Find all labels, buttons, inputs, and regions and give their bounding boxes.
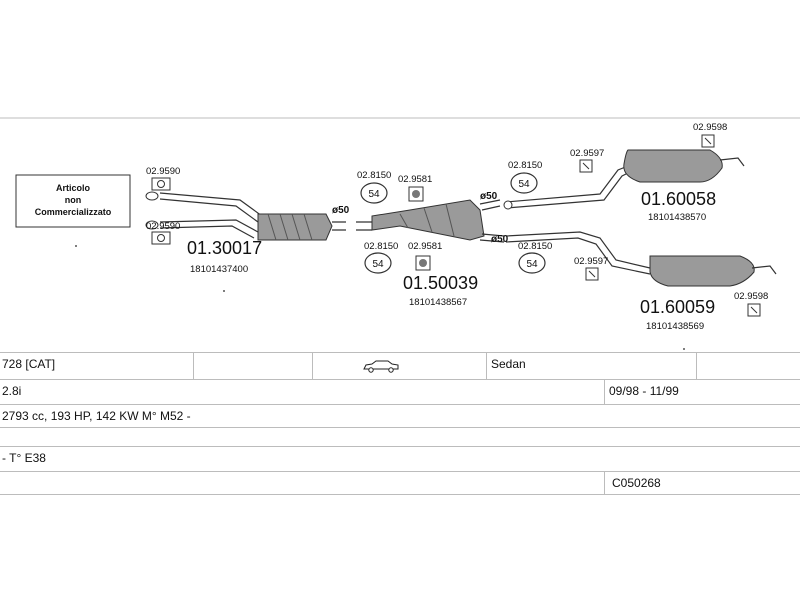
rear-silencer-upper-part[interactable] xyxy=(503,149,745,210)
clamp-lower-left[interactable]: 54 xyxy=(364,252,392,274)
table-row: 728 [CAT] Sedan xyxy=(0,352,800,380)
part-number: 01.30017 xyxy=(187,238,262,258)
accessory-code: 02.9590 xyxy=(146,221,180,232)
body-type-cell: Sedan xyxy=(491,357,526,371)
accessory-code: 02.8150 xyxy=(364,241,398,252)
clamp-lower-right[interactable]: 54 xyxy=(518,252,546,274)
accessory-code: 02.9581 xyxy=(398,174,432,185)
catalog-code-cell: C050268 xyxy=(612,476,661,490)
series-cell: - T° E38 xyxy=(2,451,46,465)
vehicle-info-table: 728 [CAT] Sedan 2.8i 09/98 - 11/99 2793 … xyxy=(0,352,800,495)
note-line-2: non xyxy=(65,195,82,205)
diameter-label: ø50 xyxy=(491,234,509,245)
accessory-code: 02.8150 xyxy=(357,170,391,181)
rear-silencer-lower-part[interactable] xyxy=(505,231,777,287)
accessory-code: 02.9597 xyxy=(574,256,608,267)
exhaust-system-diagram: Articolo non Commercializzato xyxy=(0,117,800,350)
engine-cell: 2.8i xyxy=(2,384,22,398)
clamp-label: 54 xyxy=(518,179,530,190)
part-number: 01.50039 xyxy=(403,273,478,293)
accessory-code: 02.9598 xyxy=(693,122,727,133)
hanger-rear-upper-left[interactable] xyxy=(579,159,593,173)
part-number: 01.60058 xyxy=(641,189,716,209)
diameter-label: ø50 xyxy=(332,205,350,216)
note-line-3: Commercializzato xyxy=(35,207,112,217)
specs-cell: 2793 cc, 193 HP, 142 KW M° M52 - xyxy=(2,409,191,423)
accessory-code: 02.9598 xyxy=(734,291,768,302)
table-row: 2.8i 09/98 - 11/99 xyxy=(0,380,800,405)
accessory-code: 02.9581 xyxy=(408,241,442,252)
part-reference: 18101438569 xyxy=(646,321,704,332)
gasket-front-lower[interactable] xyxy=(151,231,171,245)
part-reference: 18101437400 xyxy=(190,264,248,275)
hanger-rear-upper-right[interactable] xyxy=(701,134,715,148)
front-pipe-part[interactable] xyxy=(145,191,346,241)
table-row: C050268 xyxy=(0,472,800,495)
clamp-upper-right[interactable]: 54 xyxy=(510,172,538,194)
hanger-mid-upper[interactable] xyxy=(408,186,424,202)
car-sedan-icon xyxy=(363,360,399,373)
table-row xyxy=(0,428,800,447)
hanger-rear-lower-right[interactable] xyxy=(747,303,761,317)
part-number: 01.60059 xyxy=(640,297,715,317)
middle-silencer-part[interactable] xyxy=(356,199,505,243)
note-line-1: Articolo xyxy=(56,183,91,193)
part-reference: 18101438567 xyxy=(409,297,467,308)
clamp-label: 54 xyxy=(526,259,538,270)
clamp-label: 54 xyxy=(372,259,384,270)
accessory-code: 02.9590 xyxy=(146,166,180,177)
accessory-code: 02.8150 xyxy=(508,160,542,171)
table-row: 2793 cc, 193 HP, 142 KW M° M52 - xyxy=(0,405,800,428)
table-row: - T° E38 xyxy=(0,447,800,472)
not-sold-note: Articolo non Commercializzato xyxy=(15,174,131,228)
gasket-front-upper[interactable] xyxy=(151,177,171,191)
clamp-label: 54 xyxy=(368,189,380,200)
part-reference: 18101438570 xyxy=(648,212,706,223)
model-cell: 728 [CAT] xyxy=(2,357,56,371)
hanger-rear-lower-left[interactable] xyxy=(585,267,599,281)
clamp-upper-left[interactable]: 54 xyxy=(360,182,388,204)
accessory-code: 02.9597 xyxy=(570,148,604,159)
diameter-label: ø50 xyxy=(480,191,498,202)
hanger-mid-lower[interactable] xyxy=(415,255,431,271)
years-cell: 09/98 - 11/99 xyxy=(609,384,679,398)
accessory-code: 02.8150 xyxy=(518,241,552,252)
